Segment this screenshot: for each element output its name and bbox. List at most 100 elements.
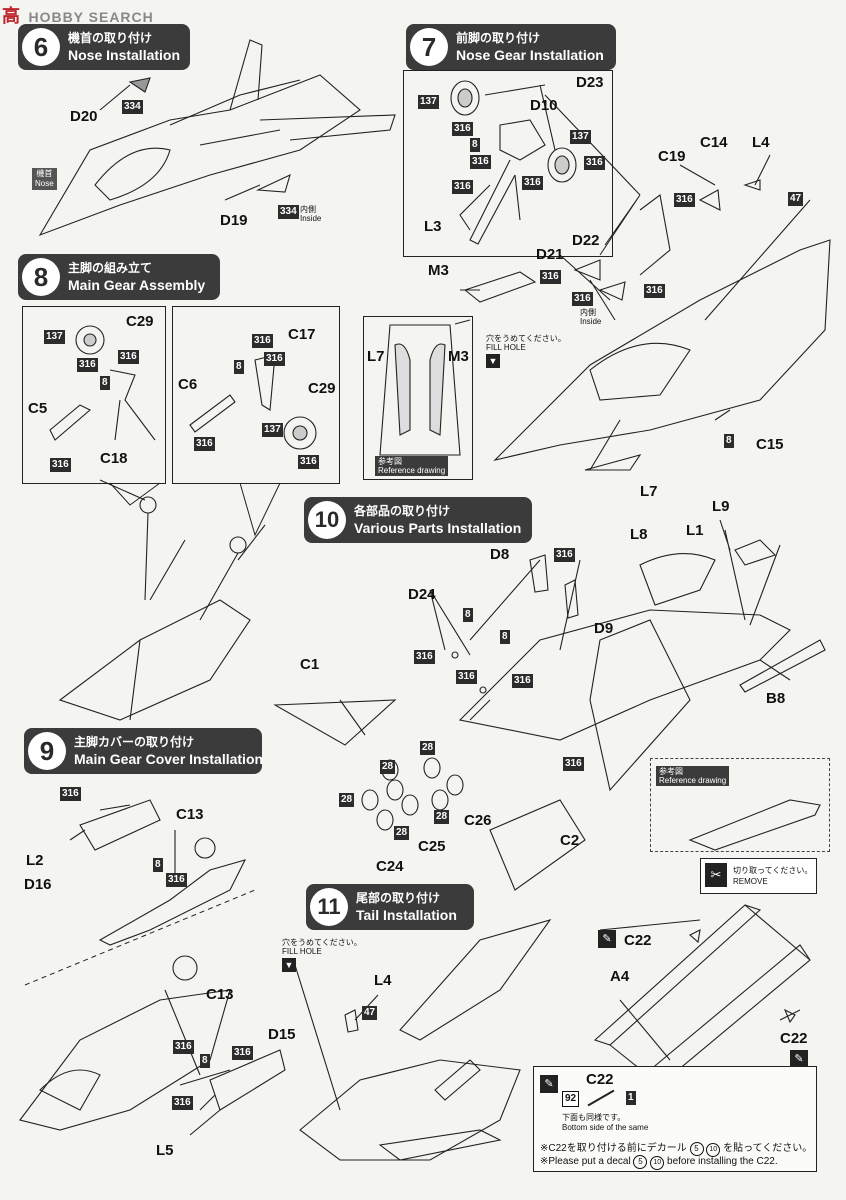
paint-8: 8 [200,1054,210,1068]
paint-1: 1 [626,1091,636,1105]
paint-316: 316 [118,350,139,364]
step-10-number: 10 [308,501,346,539]
paint-brush-icon: ✎ [790,1050,808,1068]
paint-316: 316 [522,176,543,190]
paint-316: 316 [452,122,473,136]
paint-brush-icon: ✎ [598,930,616,948]
decal-5-badge: 5 [633,1155,648,1169]
part-D9: D9 [594,620,614,637]
step-10-header: 10 各部品の取り付け Various Parts Installation [304,497,532,543]
step-9-number: 9 [28,732,66,770]
part-C14: C14 [700,134,728,151]
part-D23: D23 [576,74,604,91]
c22-decal-en-text2: before installing the C22. [667,1156,778,1167]
c22-decal-note-jp: ※C22を取り付ける前にデカール 5 10 を貼ってください。 [540,1139,812,1157]
paint-316: 316 [470,155,491,169]
part-C24: C24 [376,858,404,875]
paint-28: 28 [380,760,396,774]
c22-decal-note-en: ※Please put a decal 5 10 before installi… [540,1155,778,1170]
part-C2: C2 [560,832,580,849]
step-9-title-jp: 主脚カバーの取り付け [74,735,195,749]
fill-hole-note: 穴をうめてください。 FILL HOLE ▼ [282,938,362,972]
paint-316: 316 [77,358,98,372]
watermark-logo: 高 [2,6,20,26]
fill-hole-en: FILL HOLE [486,343,526,352]
nose-tag: 機首 Nose [32,168,57,190]
paint-28: 28 [434,810,450,824]
paint-8: 8 [724,434,734,448]
paint-137: 137 [262,423,283,437]
fill-hole-jp: 穴をうめてください。 [282,938,362,947]
paint-brush-icon: ✎ [540,1075,558,1093]
inside-jp: 内側 [580,308,596,317]
part-L5: L5 [156,1142,174,1159]
step-6-header: 6 機首の取り付け Nose Installation [18,24,190,70]
paint-316: 316 [60,787,81,801]
paint-47: 47 [362,1006,378,1020]
reference-en: Reference drawing [378,466,446,475]
part-C6: C6 [178,376,198,393]
part-B8: B8 [766,690,786,707]
part-C15: C15 [756,436,784,453]
step-7-title-jp: 前脚の取り付け [456,31,541,45]
part-L9: L9 [712,498,730,515]
part-C17: C17 [288,326,316,343]
paint-316: 316 [264,352,285,366]
nose-tag-en: Nose [35,179,54,188]
part-C13: C13 [176,806,204,823]
nose-tag-jp: 機首 [36,169,53,178]
part-D20: D20 [70,108,98,125]
paint-8: 8 [500,630,510,644]
reference-tag: 参考図 Reference drawing [375,456,449,476]
cut-icon: ✂ [705,863,727,887]
paint-137: 137 [44,330,65,344]
step-6-title-jp: 機首の取り付け [68,31,153,45]
paint-316: 316 [252,334,273,348]
watermark-brand: HOBBY SEARCH [28,9,154,25]
paint-137: 137 [418,95,439,109]
paint-316: 316 [172,1096,193,1110]
part-C1: C1 [300,656,320,673]
decal-note-box: ✎ C22 92 1 下面も同様です。 Bottom side of the s… [533,1066,817,1172]
part-M3: M3 [428,262,449,279]
bottom-side-jp: 下面も同様です。 [562,1113,626,1122]
part-D21: D21 [536,246,564,263]
inside-jp: 内側 [300,205,316,214]
paint-137: 137 [570,130,591,144]
part-C29: C29 [308,380,336,397]
c22-decal-en-text: ※Please put a decal [540,1156,631,1167]
part-D8: D8 [490,546,510,563]
step-8-number: 8 [22,258,60,296]
paint-316: 316 [166,873,187,887]
c22-decal-jp-text: ※C22を取り付ける前にデカール [540,1143,687,1154]
paint-8: 8 [234,360,244,374]
inside-label: 内側 Inside [300,205,321,223]
part-L7: L7 [640,483,658,500]
fill-hole-en: FILL HOLE [282,947,322,956]
step-7-title-en: Nose Gear Installation [456,47,604,63]
step-11-title-jp: 尾部の取り付け [356,891,441,905]
part-C25: C25 [418,838,446,855]
part-D10: D10 [530,97,558,114]
part-D15: D15 [268,1026,296,1043]
reference-jp: 参考図 [378,457,402,466]
paint-316: 316 [298,455,319,469]
step-8-header: 8 主脚の組み立て Main Gear Assembly [18,254,220,300]
part-D16: D16 [24,876,52,893]
part-C22: C22 [586,1071,614,1088]
paint-47: 47 [788,192,804,206]
paint-28: 28 [394,826,410,840]
part-L7: L7 [367,348,385,365]
step-11-header: 11 尾部の取り付け Tail Installation [306,884,474,930]
part-C19: C19 [658,148,686,165]
part-C26: C26 [464,812,492,829]
fill-hole-icon: ▼ [486,354,500,368]
paint-316: 316 [674,193,695,207]
fill-hole-note: 穴をうめてください。 FILL HOLE ▼ [486,334,566,368]
part-C18: C18 [100,450,128,467]
paint-316: 316 [456,670,477,684]
step-9-header: 9 主脚カバーの取り付け Main Gear Cover Installatio… [24,728,263,774]
part-L2: L2 [26,852,44,869]
step-11-number: 11 [310,888,348,926]
